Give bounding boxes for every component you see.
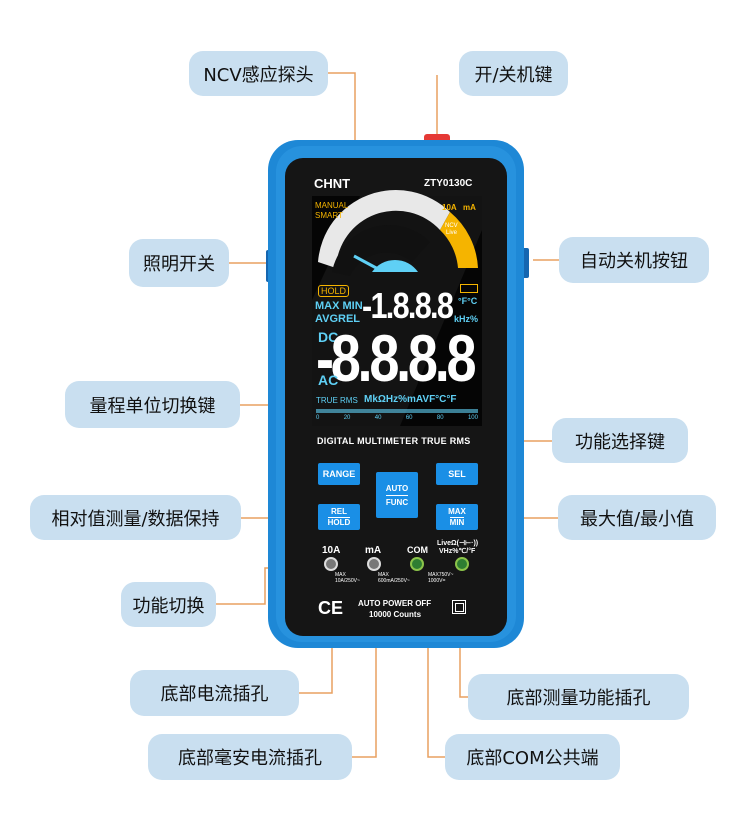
label-relative-hold: 相对值测量/数据保持 (30, 495, 241, 540)
jack-10a-label: 10A (322, 545, 341, 556)
counts-text: 10000 Counts (369, 610, 422, 619)
lcd-units: MkΩHz%mAVF°C°F (364, 394, 457, 405)
leader-current (299, 648, 333, 694)
lcd-khz: kHz% (454, 314, 479, 324)
label-bottom-current-jack: 底部电流插孔 (130, 670, 299, 716)
jack-com-label: COM (407, 545, 428, 555)
lcd-smart: SMART (315, 211, 343, 220)
auto-func-button[interactable]: AUTO FUNC (376, 472, 418, 518)
bar-scale-0: 0 (316, 415, 320, 421)
jack-10a[interactable] (324, 557, 338, 571)
label-bottom-measure-jack: 底部测量功能插孔 (468, 674, 689, 720)
rel-hold-button[interactable]: REL HOLD (318, 504, 360, 530)
spec-v: MAX750V~ 1000V= (428, 572, 454, 584)
rel-label: REL (331, 507, 347, 516)
lcd-manual: MANUAL (315, 201, 349, 210)
bar-scale-60: 60 (405, 415, 413, 421)
model-number: ZTY0130C (424, 178, 473, 189)
label-bottom-ma-jack: 底部毫安电流插孔 (148, 734, 352, 780)
leader-ncv (328, 72, 356, 140)
lcd-bargraph (316, 409, 478, 413)
jack-v[interactable] (455, 557, 469, 571)
hold-label: HOLD (327, 517, 351, 527)
auto-label: AUTO (385, 483, 409, 493)
bar-scale-80: 80 (436, 415, 444, 421)
lcd-temp-units: °F°C (458, 296, 478, 306)
sel-button[interactable]: SEL (436, 463, 478, 485)
bar-scale-100: 100 (467, 415, 478, 421)
auto-power-off-text: AUTO POWER OFF (358, 599, 432, 608)
lcd-ac: AC (318, 372, 339, 388)
max-label: MAX (448, 507, 466, 516)
lcd-bar-scale: 0 20 40 60 80 100 (316, 415, 478, 421)
label-max-min: 最大值/最小值 (558, 495, 716, 540)
jack-live-label-bottom: VHz%℃/°F (439, 548, 476, 555)
label-range-unit-key: 量程单位切换键 (65, 381, 240, 428)
label-auto-off-button: 自动关机按钮 (559, 237, 709, 283)
min-label: MIN (449, 517, 465, 527)
jack-ma[interactable] (367, 557, 381, 571)
lcd-avg-rel: AVGREL (315, 313, 361, 325)
bar-scale-20: 20 (343, 415, 351, 421)
brand-logo: CHNT (314, 176, 351, 191)
lcd-true-rms: TRUE RMS (316, 396, 358, 405)
label-power-key: 开/关机键 (459, 51, 568, 96)
jack-ma-label: mA (365, 545, 382, 556)
lcd-secondary-digits: -1.8.8.8 (362, 285, 454, 326)
ce-mark: CE (318, 598, 344, 618)
lcd-main-digits: -8.8.8.8 (316, 321, 477, 395)
battery-icon (460, 284, 478, 293)
leader-measure (459, 648, 468, 698)
lcd-ncv: NCV (445, 223, 458, 229)
func-label: FUNC (385, 494, 409, 507)
label-function-switch: 功能切换 (121, 582, 216, 627)
bar-scale-40: 40 (374, 415, 382, 421)
spec-ma: MAX 600mA/250V~ (378, 572, 410, 584)
leader-ma (352, 648, 377, 758)
meter-subtitle: DIGITAL MULTIMETER TRUE RMS (317, 436, 471, 446)
leader-com (427, 648, 445, 758)
function-dial-arc (318, 190, 478, 276)
max-min-button[interactable]: MAX MIN (436, 504, 478, 530)
label-function-select-key: 功能选择键 (552, 418, 688, 463)
double-insulation-icon (452, 600, 466, 614)
range-button[interactable]: RANGE (318, 463, 360, 485)
jack-live-label-top: LiveΩ(⊣⊢·)) (437, 540, 479, 547)
label-bottom-com-terminal: 底部COM公共端 (445, 734, 620, 780)
lcd-10a: 10A (442, 203, 457, 212)
jack-com[interactable] (410, 557, 424, 571)
lcd-dc: DC (318, 329, 339, 345)
lcd-max-min: MAX MIN (315, 300, 363, 312)
lcd-live: Live (446, 230, 458, 236)
lcd-ma: mA (463, 203, 476, 212)
label-lighting-switch: 照明开关 (129, 239, 229, 287)
label-ncv-probe: NCV感应探头 (189, 51, 328, 96)
lcd-hold: HOLD (318, 285, 350, 297)
spec-10a: MAX 10A/250V~ (335, 572, 360, 584)
